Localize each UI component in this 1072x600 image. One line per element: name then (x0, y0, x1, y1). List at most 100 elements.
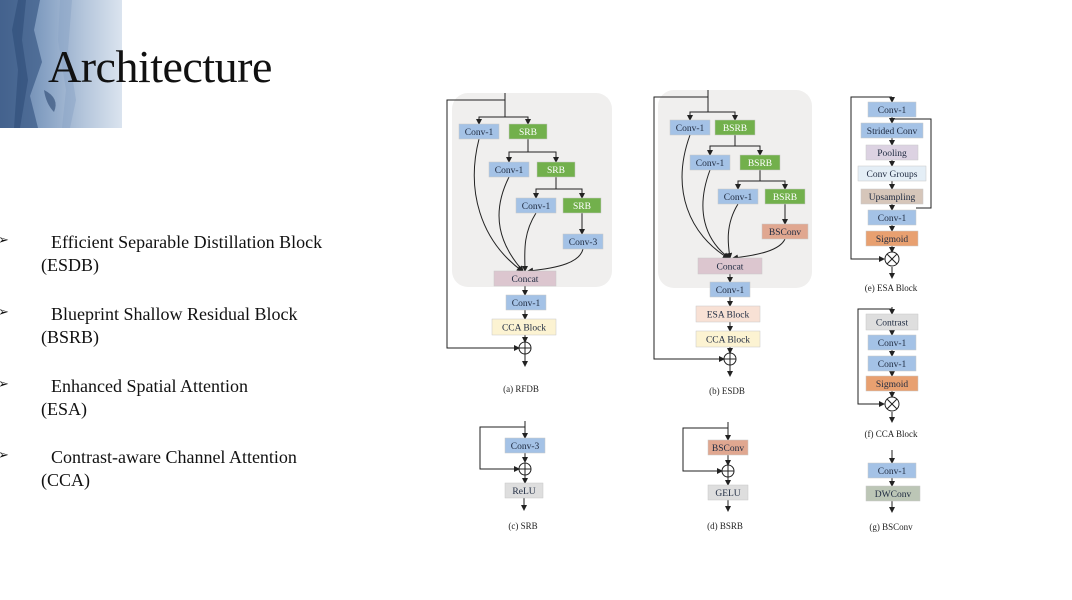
block-rfdb-concat: Concat (493, 270, 557, 287)
connector (892, 118, 932, 209)
block-label: CCA Block (706, 336, 750, 346)
block-label: GELU (715, 489, 740, 499)
add-op-srb (518, 462, 532, 476)
bullet-abbrev: (CCA) (41, 470, 90, 490)
block-rfdb-c4: Conv-3 (562, 233, 604, 250)
block-label: SRB (573, 202, 591, 212)
block-cca-sig: Sigmoid (865, 375, 919, 392)
caption-cap-e: (e) ESA Block (865, 283, 918, 293)
block-esdb-c1: Conv-1 (669, 119, 711, 136)
block-srb-c3: Conv-3 (504, 437, 546, 454)
arrow-bullet-icon: ➢ (0, 305, 9, 320)
block-rfdb-cca: CCA Block (491, 318, 557, 336)
block-label: Concat (717, 263, 744, 273)
connector (527, 248, 584, 274)
add-op-rfdb (518, 341, 532, 355)
bullet-text: Blueprint Shallow Residual Block (51, 304, 298, 324)
block-label: Conv Groups (867, 170, 918, 180)
arrow-bullet-icon: ➢ (0, 377, 9, 392)
connector (708, 111, 738, 121)
block-label: BSRB (723, 124, 747, 134)
add-op-esdb (723, 352, 737, 366)
caption-cap-a: (a) RFDB (503, 384, 539, 394)
brush-stroke-decoration (0, 0, 122, 128)
block-label: DWConv (875, 490, 912, 500)
block-esa-groups: Conv Groups (857, 165, 927, 182)
block-label: Pooling (877, 149, 907, 159)
block-esdb-b3: BSRB (764, 188, 806, 205)
block-esa-sig: Sigmoid (865, 230, 919, 247)
block-label: Sigmoid (876, 380, 908, 390)
block-rfdb-c3: Conv-1 (515, 197, 557, 214)
block-esdb-esa: ESA Block (695, 305, 761, 323)
block-label: Conv-1 (878, 106, 907, 116)
connector (681, 134, 729, 259)
connector (850, 96, 892, 262)
block-label: Concat (512, 275, 539, 285)
block-label: Conv-1 (522, 202, 551, 212)
block-label: Strided Conv (867, 127, 918, 137)
block-esdb-c2: Conv-1 (689, 154, 731, 171)
block-label: Conv-1 (716, 286, 745, 296)
connector (476, 93, 506, 125)
bullet-text: Efficient Separable Distillation Block (51, 232, 323, 252)
block-esdb-b1: BSRB (714, 119, 756, 136)
block-bsrb-bs: BSConv (707, 439, 749, 456)
connector (446, 99, 520, 351)
block-label: Conv-1 (696, 159, 725, 169)
block-label: Sigmoid (876, 235, 908, 245)
connector (707, 135, 736, 156)
bullet-text: Contrast-aware Channel Attention (51, 447, 297, 467)
block-rfdb-c5: Conv-1 (505, 294, 547, 311)
block-label: ReLU (512, 487, 535, 497)
block-label: Conv-1 (512, 299, 541, 309)
connector (556, 188, 585, 199)
block-cca-c1: Conv-1 (867, 334, 917, 351)
block-label: BSRB (773, 193, 797, 203)
connector (505, 116, 531, 125)
connector (653, 96, 725, 362)
bullet-abbrev: (ESA) (41, 399, 87, 419)
connector (687, 90, 709, 121)
add-op-bsrb (721, 464, 735, 478)
connector (732, 238, 786, 261)
block-esdb-c4: Conv-1 (709, 281, 751, 298)
block-label: Conv-1 (724, 193, 753, 203)
block-bsc-c1: Conv-1 (867, 462, 917, 479)
block-rfdb-srb1: SRB (508, 123, 548, 140)
block-esa-up: Upsampling (860, 188, 924, 205)
connector (726, 203, 739, 259)
slide-title: Architecture (48, 41, 272, 92)
block-label: SRB (547, 166, 565, 176)
caption-cap-g: (g) BSConv (869, 522, 913, 532)
block-label: Conv-1 (878, 214, 907, 224)
block-esdb-b2: BSRB (739, 154, 781, 171)
block-label: Conv-1 (676, 124, 705, 134)
block-esa-c2: Conv-1 (867, 209, 917, 226)
block-label: BSConv (769, 228, 801, 238)
block-label: Conv-1 (465, 128, 494, 138)
block-label: BSConv (712, 444, 744, 454)
connector (506, 139, 529, 163)
connector (702, 169, 730, 259)
block-label: BSRB (748, 159, 772, 169)
block-label: Conv-1 (878, 360, 907, 370)
block-esa-c1: Conv-1 (867, 101, 917, 118)
connector (498, 176, 524, 272)
block-bsrb-gelu: GELU (707, 484, 749, 501)
multiply-op-cca (884, 396, 900, 412)
connector (857, 308, 892, 407)
block-rfdb-srb3: SRB (562, 197, 602, 214)
block-esa-strided: Strided Conv (860, 122, 924, 139)
arrow-bullet-icon: ➢ (0, 448, 9, 463)
block-label: CCA Block (502, 324, 546, 334)
connector (473, 138, 523, 272)
block-label: ESA Block (707, 311, 750, 321)
caption-cap-c: (c) SRB (508, 521, 537, 531)
block-rfdb-c1: Conv-1 (458, 123, 500, 140)
block-label: Upsampling (869, 193, 916, 203)
block-rfdb-c2: Conv-1 (488, 161, 530, 178)
connector (533, 177, 557, 199)
connector (521, 212, 537, 272)
